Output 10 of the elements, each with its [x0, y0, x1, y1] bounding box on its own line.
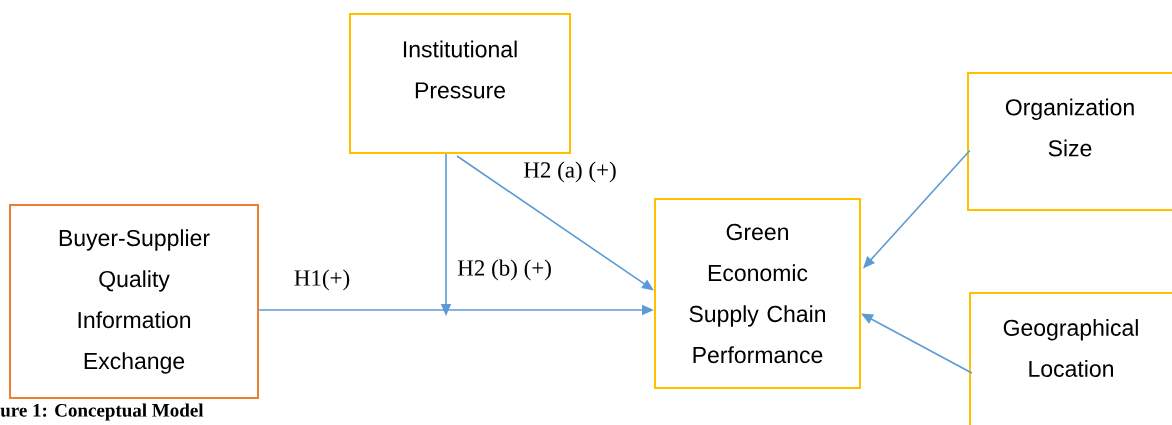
- edge-label: H2 (b) (+): [456, 258, 553, 282]
- concept-box: Green Economic Supply Chain Performance: [654, 198, 861, 389]
- concept-box: Institutional Pressure: [349, 13, 571, 154]
- arrow: [456, 155, 654, 291]
- concept-box: Buyer-Supplier Quality Information Exchange: [9, 204, 259, 399]
- caption: ure 1: Conceptual Model: [0, 403, 204, 421]
- concept-box: Geographical Location: [969, 292, 1172, 425]
- concept-box: Organization Size: [967, 72, 1172, 211]
- edge-label: H1(+): [292, 268, 352, 292]
- edge-label: H2 (a) (+): [522, 160, 618, 184]
